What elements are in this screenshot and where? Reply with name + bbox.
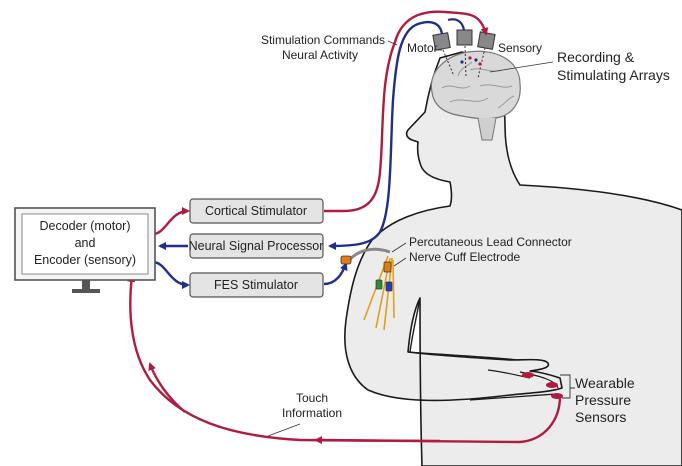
sensor-tip-1 xyxy=(522,372,534,378)
fes-stimulator-box: FES Stimulator xyxy=(189,272,324,298)
sensor-tip-2 xyxy=(546,382,558,388)
brainstem xyxy=(477,117,497,141)
stimulation-command-pathway xyxy=(324,10,489,213)
touch-information-pathway xyxy=(127,274,562,444)
nerve-cuff-leader xyxy=(393,257,407,267)
sensors-label-line-1: Wearable xyxy=(575,375,635,391)
computer-to-fes xyxy=(152,260,190,289)
nerve-cuff-electrodes xyxy=(363,255,395,331)
touch-label-line-2: Information xyxy=(282,406,342,420)
neural-signal-processor-label: Neural Signal Processor xyxy=(189,239,324,253)
neural-signal-processor-box: Neural Signal Processor xyxy=(189,233,324,259)
computer-label-line-1: Decoder (motor) xyxy=(40,219,131,233)
array-lead-blue xyxy=(447,18,466,31)
percutaneous-leader xyxy=(391,242,407,253)
fes-pathway xyxy=(323,262,348,286)
cortical-stimulator-box: Cortical Stimulator xyxy=(189,198,324,224)
fes-stimulator-label: FES Stimulator xyxy=(214,278,298,292)
percutaneous-connector xyxy=(340,255,352,265)
arrays-leader xyxy=(489,61,554,73)
touch-leader xyxy=(267,423,301,437)
percutaneous-label: Percutaneous Lead Connector xyxy=(409,235,572,249)
sensory-label: Sensory xyxy=(498,41,542,55)
neural-activity-pathway xyxy=(328,20,444,250)
cortical-stimulator-label: Cortical Stimulator xyxy=(205,204,307,218)
brain-folds xyxy=(441,61,515,109)
computer-label-line-2: and xyxy=(75,236,96,250)
stimulation-commands-label: Stimulation Commands xyxy=(261,33,385,47)
array-block-2 xyxy=(456,29,473,46)
array-block-3 xyxy=(477,31,496,50)
arrays-label-line-2: Stimulating Arrays xyxy=(557,67,670,83)
recording-arrays xyxy=(432,29,496,79)
sensors-bracket xyxy=(560,374,575,399)
touch-label-line-1: Touch xyxy=(296,391,328,405)
motor-label: Motor xyxy=(407,41,438,55)
neural-activity-label: Neural Activity xyxy=(282,48,358,62)
computer-label-line-3: Encoder (sensory) xyxy=(34,253,136,267)
array-block-1 xyxy=(432,32,451,51)
touch-arrow-mid xyxy=(314,436,441,445)
arm-contour xyxy=(409,297,421,353)
sensors-label-line-3: Sensors xyxy=(575,409,626,425)
brain xyxy=(430,50,521,120)
touch-arrow-left xyxy=(148,362,186,413)
nerve-cuff-label: Nerve Cuff Electrode xyxy=(409,250,520,264)
sensors-label-line-2: Pressure xyxy=(575,392,631,408)
stim-label-leader xyxy=(387,40,398,46)
hand-contour xyxy=(407,351,559,401)
recording-arrays-label: Recording & Stimulating Arrays xyxy=(557,49,670,83)
arrays-label-line-1: Recording & xyxy=(557,49,635,65)
computer-to-cortical xyxy=(152,207,190,236)
